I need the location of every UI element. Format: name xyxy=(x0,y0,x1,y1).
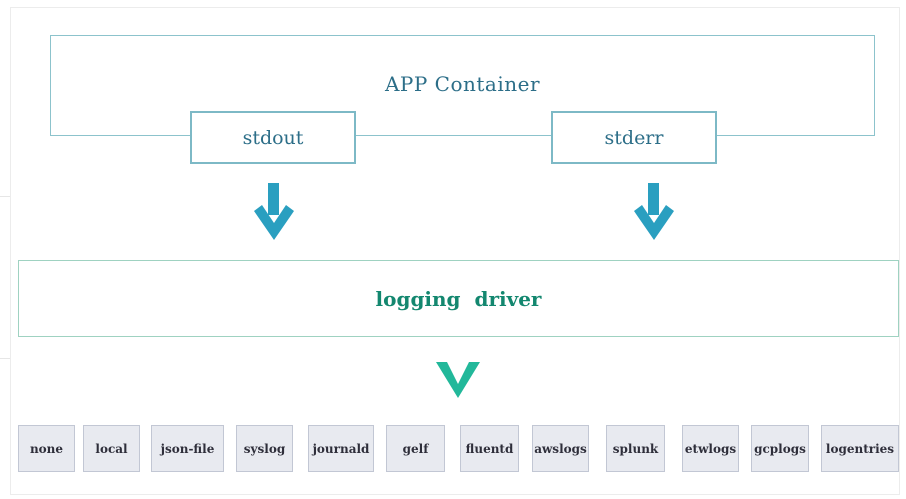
driver-option-awslogs: awslogs xyxy=(532,425,589,472)
stderr-box: stderr xyxy=(551,111,717,164)
driver-option-splunk: splunk xyxy=(606,425,665,472)
logging-driver-box: logging driver xyxy=(18,260,899,337)
edge-divider xyxy=(0,196,10,197)
arrow-down-icon xyxy=(254,183,294,240)
driver-option-journald: journald xyxy=(308,425,374,472)
driver-option-none: none xyxy=(18,425,75,472)
chevron-down-icon xyxy=(436,362,480,398)
driver-option-fluentd: fluentd xyxy=(460,425,519,472)
driver-option-gcplogs: gcplogs xyxy=(751,425,809,472)
driver-option-etwlogs: etwlogs xyxy=(682,425,739,472)
stdout-box: stdout xyxy=(190,111,356,164)
driver-option-syslog: syslog xyxy=(236,425,293,472)
driver-option-gelf: gelf xyxy=(386,425,445,472)
driver-option-local: local xyxy=(83,425,140,472)
edge-divider xyxy=(0,358,10,359)
arrow-down-icon xyxy=(634,183,674,240)
driver-option-json-file: json-file xyxy=(151,425,224,472)
app-container-box xyxy=(50,35,875,136)
app-container-label: APP Container xyxy=(384,72,541,96)
diagram-frame xyxy=(10,7,900,495)
driver-option-logentries: logentries xyxy=(821,425,899,472)
